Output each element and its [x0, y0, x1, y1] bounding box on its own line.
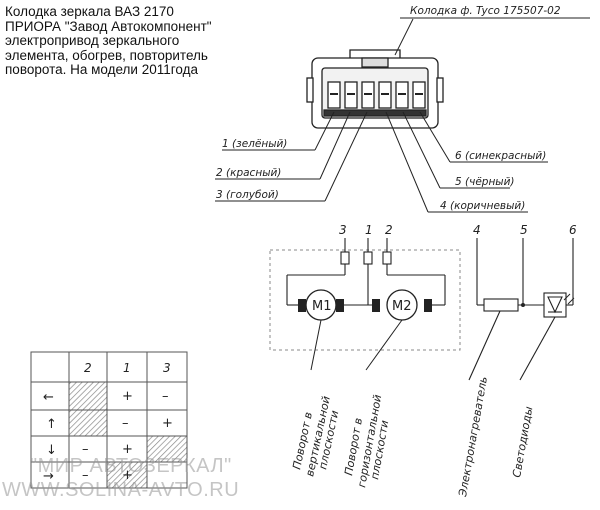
terminal-1: 1: [365, 223, 373, 237]
pin-leaders-left: [215, 111, 368, 202]
caption-heater: Электронагреватель: [456, 375, 490, 498]
connector-pins: [323, 81, 427, 117]
pin-label-5: 5 (чёрный): [455, 176, 515, 188]
terminal-2: 2: [385, 223, 393, 237]
table-header-3: 3: [163, 361, 171, 375]
pin-label-3: 3 (голубой): [216, 189, 279, 201]
title-line: поворота. На модели 2011года: [5, 62, 198, 77]
pin-label-6: 6 (синекрасный): [455, 150, 546, 162]
arrow-up-icon: ↑: [46, 417, 57, 432]
watermark-line-2: WWW.SOLINA-AVTO.RU: [2, 479, 240, 501]
arrow-right-icon: →: [43, 469, 54, 484]
table-header-1: 1: [123, 361, 131, 375]
terminal-6: 6: [569, 223, 577, 237]
terminal-5: 5: [520, 223, 528, 237]
truth-table: 2 1 3 ← ↑ ↓ → + – – + + – – +: [30, 351, 188, 489]
table-cell: –: [82, 442, 89, 457]
arrow-left-icon: ←: [43, 390, 54, 405]
connector-drawing: [306, 49, 444, 129]
connector-label: Колодка ф. Tyco 175507-02: [410, 5, 561, 17]
diagram-title: Колодка зеркала ВАЗ 2170 ПРИОРА "Завод А…: [5, 4, 295, 78]
title-line: Колодка зеркала ВАЗ 2170: [5, 4, 174, 19]
heater-led-block: 4 5 6: [468, 223, 577, 381]
pin-leaders-right: [385, 111, 548, 213]
terminal-4: 4: [473, 223, 481, 237]
table-header-2: 2: [84, 361, 92, 375]
watermark-line-1: "МИР АВТОЗЕРКАЛ": [30, 455, 232, 477]
pin-label-2: 2 (красный): [216, 167, 281, 179]
table-cell: –: [122, 416, 129, 431]
arrow-down-icon: ↓: [46, 443, 57, 458]
table-cell: +: [122, 468, 133, 483]
table-cell: +: [122, 442, 133, 457]
table-cell: +: [122, 389, 133, 404]
leader-line: [394, 18, 414, 56]
motor-m2-label: M2: [392, 299, 412, 314]
motor-m1-label: M1: [312, 299, 332, 314]
terminal-3: 3: [339, 223, 347, 237]
title-line: электропривод зеркального: [5, 33, 180, 48]
motor-block: 3 1 2: [269, 223, 461, 371]
title-line: элемента, обогрев, повторитель: [5, 47, 208, 63]
pin-label-4: 4 (коричневый): [440, 200, 525, 212]
heater-resistor: [483, 298, 519, 312]
table-cell: –: [162, 389, 169, 404]
pin-label-1: 1 (зелёный): [222, 138, 287, 150]
caption-leds: Светодиоды: [510, 405, 535, 478]
title-line: ПРИОРА "Завод Автокомпонент": [5, 18, 212, 34]
table-cell: +: [162, 416, 173, 431]
table-cell: –: [82, 468, 89, 483]
